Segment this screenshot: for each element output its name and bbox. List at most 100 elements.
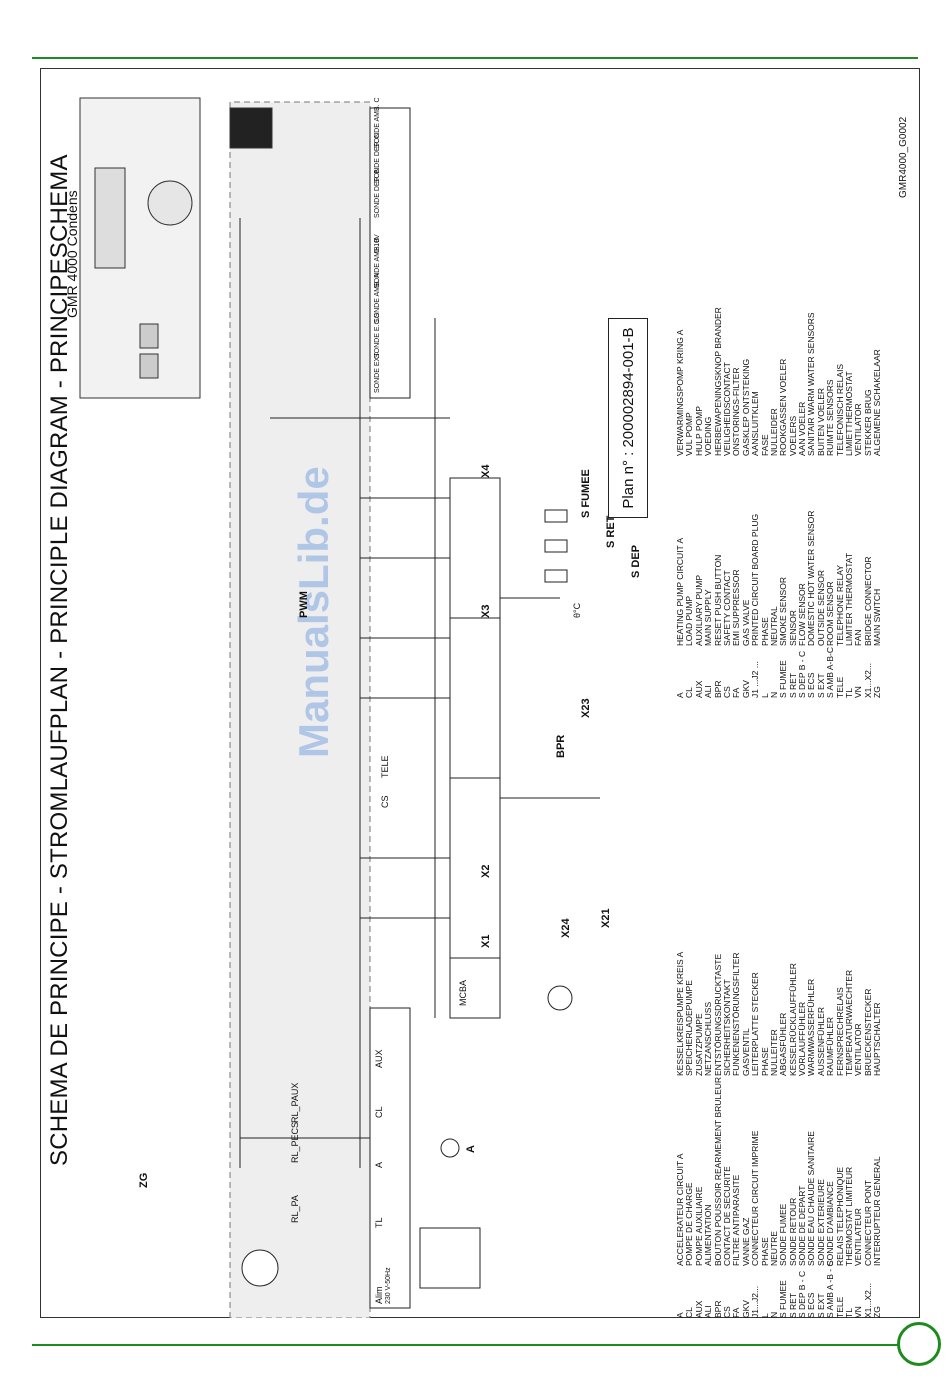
legend-text: SONDE D'AMBIANCE <box>826 1181 836 1266</box>
legend-text: ROOKGASSEN VOELER <box>779 358 789 456</box>
legend-text: HAUPTSCHALTER <box>873 1002 883 1076</box>
legend-text: AUXILIARY PUMP <box>694 574 704 646</box>
diagram-frame <box>40 68 920 1318</box>
legend-text: RELAIS TELEPHONIQUE <box>835 1166 845 1266</box>
panel-button-2 <box>139 323 159 349</box>
label-a-group: A <box>374 1161 384 1168</box>
legend-text: BRIDGE CONNECTOR <box>863 556 873 646</box>
legend-text: PHASE <box>760 1047 770 1076</box>
label-cl-group: CL <box>374 1106 384 1118</box>
label-pump-a: A <box>465 1145 477 1153</box>
legend-text: MAIN SWITCH <box>873 588 883 646</box>
panel-button-1 <box>139 353 159 379</box>
legend-text: LIMIETTHERMOSTAT <box>845 371 855 456</box>
mains-plug <box>419 1227 481 1289</box>
label-s-ret: S RET <box>605 515 617 548</box>
legend-text: SONDE DE DEPART <box>798 1185 808 1266</box>
pump-a-symbol <box>440 1138 460 1158</box>
legend-text: LEITERPLATTE STECKER <box>751 972 761 1076</box>
page-number-circle <box>897 1322 941 1366</box>
legend-text: FLOW SENSOR <box>798 583 808 646</box>
label-tele: TELE <box>380 755 390 778</box>
legend-text: SONDE EXTERIEURE <box>816 1179 826 1266</box>
label-rl-pecs: RL_PECS <box>290 1121 300 1163</box>
legend-text: CONNECTEUR PONT <box>863 1180 873 1266</box>
label-pwm: PWM <box>298 591 310 618</box>
panel-knob <box>147 180 193 226</box>
label-s-dep: S DEP <box>630 544 642 578</box>
legend-text: CONTACT DE SECURITE <box>722 1166 732 1266</box>
legend-text: EMI SUPPRESSOR <box>732 569 742 646</box>
legend-text: OUTSIDE SENSOR <box>816 569 826 646</box>
filter-symbol <box>241 1249 279 1287</box>
legend-text: ACCELERATEUR CIRCUIT A <box>676 1153 685 1266</box>
connector-x3: X3 <box>480 604 492 618</box>
legend-text: PHASE <box>760 1237 770 1266</box>
s-ret-thermistor <box>544 539 568 553</box>
legend-text: VOELERS <box>788 415 798 456</box>
legend-text: KESSELKREISPUMPE KREIS A <box>676 951 685 1076</box>
legend-text: ALIMENTATION <box>704 1204 714 1266</box>
legend-text: LOAD PUMP <box>685 595 695 646</box>
legend-text: TELEPHONE RELAY <box>835 564 845 646</box>
legend-text: BOUTON POUSSOIR REARMEMENT BRULEUR <box>713 1076 723 1266</box>
legend-text: VEILIGHEIDSCONTACT <box>722 362 732 456</box>
legend-text: SONDE RETOUR <box>788 1197 798 1266</box>
bottom-green-rule <box>32 1344 918 1346</box>
legend-text: ONSTORINGS-FILTER <box>732 367 742 456</box>
legend-text: HERBEWAPENINGSKNOP BRANDER <box>713 307 723 456</box>
rotated-sheet: SCHEMA DE PRINCIPE - STROMLAUFPLAN - PRI… <box>40 68 920 1318</box>
label-alim-rating: 230 V-50Hz <box>385 1267 392 1304</box>
wiring-schematic <box>79 97 600 1318</box>
legend-text: POMPE DE CHARGE <box>685 1182 695 1266</box>
legend-text: VORLAUFFÜHLER <box>798 1001 808 1076</box>
controller-board <box>449 477 501 1019</box>
legend-text: NEUTRE <box>769 1231 779 1266</box>
legend-text: FILTRE ANTIPARASITE <box>732 1174 742 1266</box>
legend-text: NETZANSCHLUSS <box>704 1001 714 1076</box>
legend-text: RESET PUSH BUTTON <box>713 554 723 646</box>
legend-text: VERWARMINGSPOMP KRING A <box>676 329 685 456</box>
legend-text: AUSSENFÜHLER <box>816 1007 826 1076</box>
label-rl-pa: RL_PA <box>290 1195 300 1223</box>
legend-text: ABGASFÜHLER <box>779 1012 789 1076</box>
legend-text: SANITAIR WARM WATER SENSORS <box>807 312 817 456</box>
fan-symbol <box>547 985 573 1011</box>
control-panel-illustration <box>79 97 273 399</box>
sensor-box-8: SONDE AMB. C <box>374 97 381 148</box>
label-cs: CS <box>380 795 390 808</box>
legend-text: NEUTRAL <box>769 606 779 646</box>
top-green-rule <box>32 57 918 59</box>
legend-text: DOMESTIC HOT WATER SENSOR <box>807 510 817 646</box>
label-alim: Alim <box>374 1286 384 1305</box>
legend-text: SONDE FUMEE <box>779 1203 789 1266</box>
legend-text: SONDE EAU CHAUDE SANITAIRE <box>807 1131 817 1266</box>
label-mcba: MCBA <box>458 979 468 1006</box>
legend-text: NULLEITER <box>769 1029 779 1076</box>
legend-text: LIMITER THERMOSTAT <box>845 552 855 646</box>
panel-display <box>94 167 126 269</box>
legend-text: SMOKE SENSOR <box>779 577 789 646</box>
terminal-block-graphic <box>369 1007 411 1309</box>
legend-text: FERNSPRECHRELAIS <box>835 987 845 1076</box>
legend-text: RAUMFÜHLER <box>826 1016 836 1076</box>
legend-text: VUL POMP <box>685 412 695 456</box>
legend-code: J1...J2... <box>750 1285 761 1318</box>
legend-text: SAFETY CONTACT <box>722 570 732 646</box>
label-s-fumee: S FUMEE <box>580 469 592 518</box>
connector-x23: X23 <box>580 698 592 718</box>
label-bpr: BPR <box>555 734 567 758</box>
legend-text: VOEDING <box>704 416 714 456</box>
sensor-box-1: SONDE EXT <box>374 352 381 393</box>
legend-text: PHASE <box>760 617 770 646</box>
legend-text: CONNECTEUR CIRCUIT IMPRIME <box>751 1130 761 1266</box>
legend-text: THERMOSTAT LIMITEUR <box>845 1166 855 1266</box>
label-aux-group: AUX <box>374 1049 384 1068</box>
connector-x24: X24 <box>560 918 572 938</box>
sensor-strip <box>369 107 411 399</box>
legend-text: VENTILATOR <box>854 1023 864 1076</box>
legend-text: GASKLEP ONTSTEKING <box>741 358 751 456</box>
legend-text: FASE <box>760 434 770 456</box>
connector-x21: X21 <box>600 908 612 928</box>
